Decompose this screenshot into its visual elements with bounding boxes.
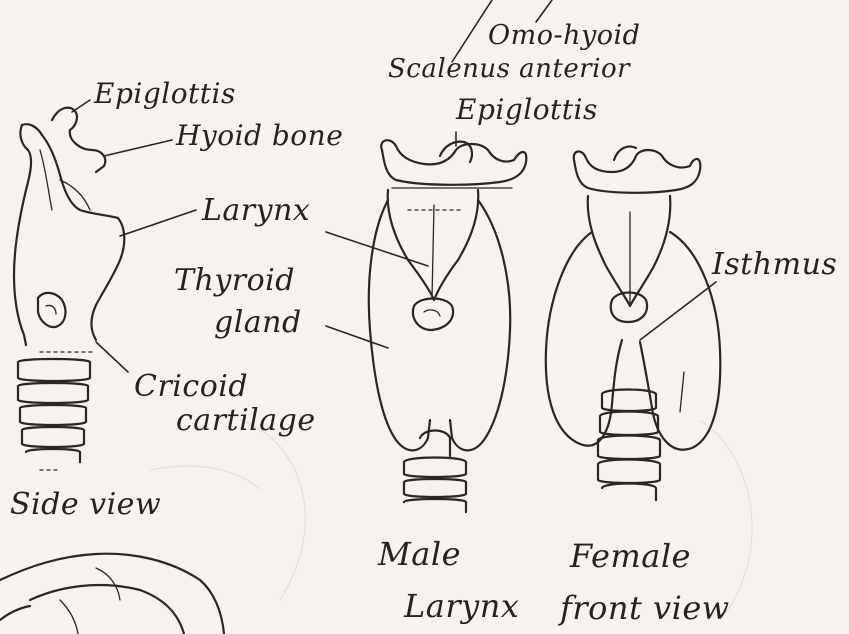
female-leaders (640, 282, 716, 340)
isthmus-label: Isthmus (712, 250, 837, 280)
male-caption: Male (378, 538, 461, 570)
epiglottis-top-label: Epiglottis (456, 96, 598, 124)
omo-hyoid-label: Omo-hyoid (488, 22, 640, 49)
thyroid-label-line1: Thyroid (174, 266, 295, 296)
epiglottis-side-label: Epiglottis (94, 80, 236, 108)
side-view-caption: Side view (10, 490, 161, 520)
female-caption: Female (570, 540, 691, 572)
hyoid-bone-label: Hyoid bone (176, 122, 343, 150)
cricoid-label-line2: cartilage (176, 406, 316, 436)
front-view-caption: front view (560, 592, 730, 624)
larynx-caption: Larynx (404, 590, 519, 622)
cricoid-label-line1: Cricoid (134, 372, 248, 402)
female-larynx-drawing (546, 147, 721, 501)
scalenus-anterior-label: Scalenus anterior (388, 56, 630, 82)
larynx-label: Larynx (202, 196, 310, 226)
side-view-larynx-drawing (14, 108, 124, 470)
head-fragment-drawing (0, 554, 224, 634)
thyroid-label-line2: gland (214, 308, 302, 338)
male-larynx-drawing (369, 140, 527, 512)
